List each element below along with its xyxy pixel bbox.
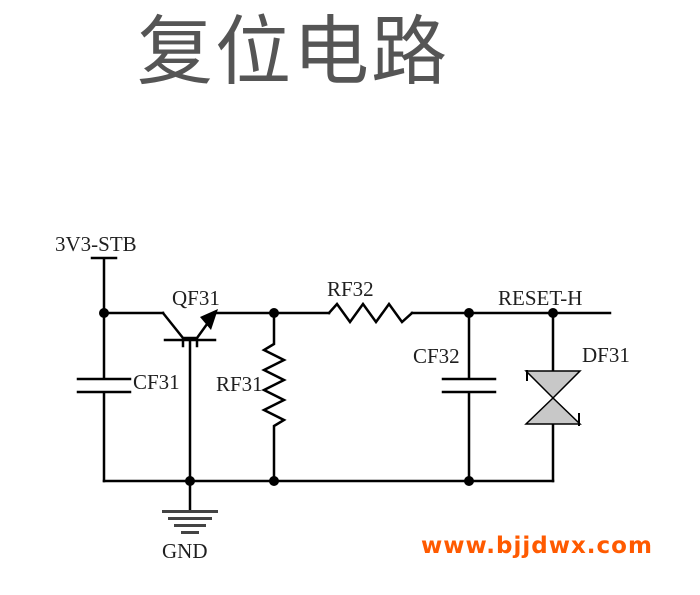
junction-dot xyxy=(464,308,474,318)
output-net-label: RESET-H xyxy=(498,286,582,310)
ground-icon xyxy=(162,510,218,534)
junction-dots xyxy=(99,308,558,486)
resistor-rf32 xyxy=(327,301,414,325)
watermark[interactable]: www.bjjdwx.com xyxy=(421,533,653,559)
capacitor-cf32-label: CF32 xyxy=(413,344,460,368)
vcc-wire xyxy=(90,256,118,315)
resistor-rf31-label: RF31 xyxy=(216,372,263,396)
ground-label: GND xyxy=(162,539,208,563)
junction-dot xyxy=(548,308,558,318)
junction-dot xyxy=(464,476,474,486)
transistor-body xyxy=(161,311,217,485)
resistor-rf31 xyxy=(261,311,287,483)
junction-dot xyxy=(269,308,279,318)
resistor-rf32-label: RF32 xyxy=(327,277,374,301)
transistor-arrow-icon xyxy=(200,309,218,330)
vcc-label: 3V3-STB xyxy=(55,232,137,256)
capacitor-cf32 xyxy=(441,311,497,483)
diode-label: DF31 xyxy=(582,343,630,367)
junction-dot xyxy=(269,476,279,486)
junction-dot xyxy=(185,476,195,486)
page-title: 复位电路 xyxy=(137,7,449,96)
capacitor-cf31-label: CF31 xyxy=(133,370,180,394)
diode-df31 xyxy=(524,370,582,426)
capacitor-cf31 xyxy=(76,311,132,483)
transistor-label: QF31 xyxy=(172,286,220,310)
junction-dot xyxy=(99,308,109,318)
